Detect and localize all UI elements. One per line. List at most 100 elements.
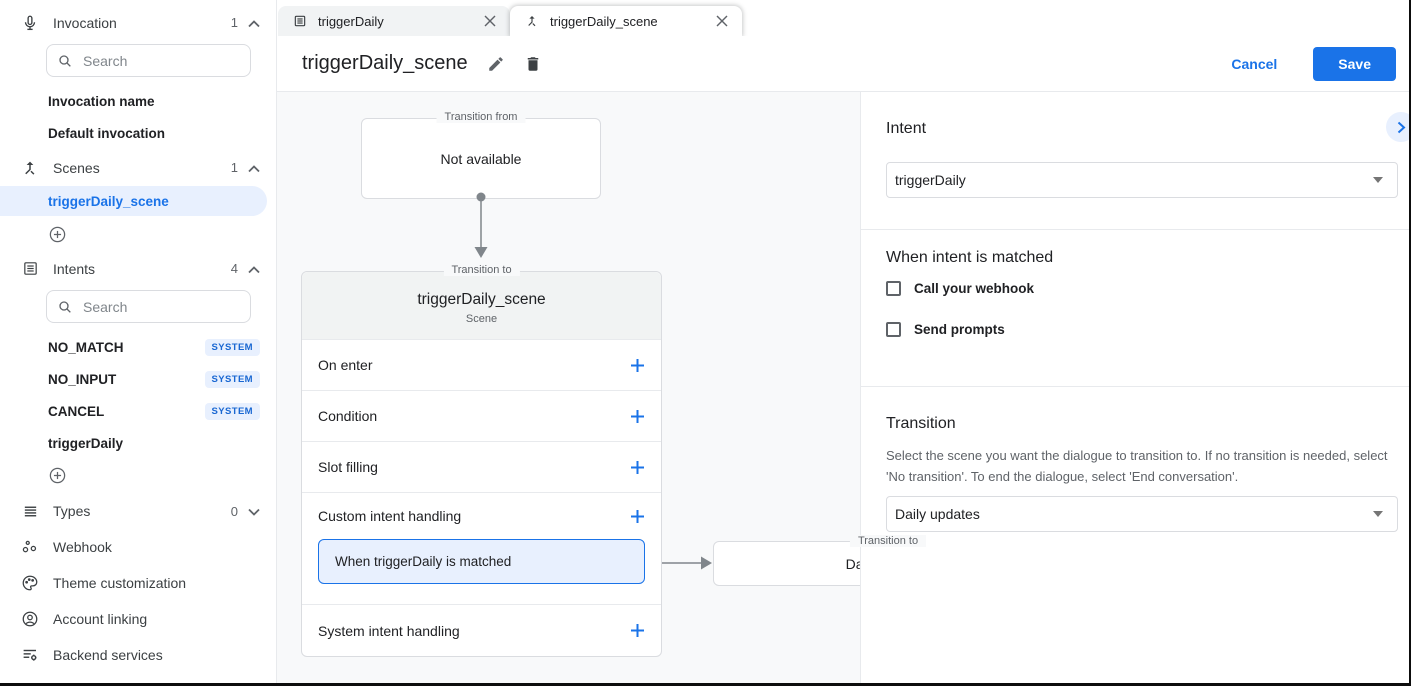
send-prompts-option[interactable]: Send prompts: [886, 322, 1398, 337]
sidebar-item-triggerdaily-scene[interactable]: triggerDaily_scene: [0, 186, 267, 216]
scene-node-title: triggerDaily_scene: [417, 291, 546, 308]
node-legend: Transition to: [849, 535, 927, 547]
call-webhook-option[interactable]: Call your webhook: [886, 281, 1398, 296]
intent-properties-panel: Intent triggerDaily When intent is match…: [860, 92, 1411, 686]
node-legend: Transition from: [436, 111, 526, 123]
tab-triggerdaily[interactable]: triggerDaily: [278, 6, 510, 36]
sidebar-item-triggerdaily-intent[interactable]: triggerDaily: [48, 435, 124, 451]
transition-section: Transition Select the scene you want the…: [861, 386, 1411, 533]
add-icon[interactable]: [630, 509, 645, 524]
account-circle-icon: [20, 609, 40, 629]
collapse-panel-button[interactable]: [1386, 112, 1411, 142]
types-lines-icon: [20, 501, 40, 521]
intents-count: 4: [230, 261, 238, 276]
sidebar-item-webhook[interactable]: Webhook: [0, 529, 276, 565]
add-icon[interactable]: [630, 358, 645, 373]
scene-node-header: triggerDaily_scene Scene: [302, 272, 661, 340]
sidebar-item-invocation-name[interactable]: Invocation name: [48, 93, 155, 109]
search-icon: [59, 300, 71, 313]
sidebar-item-no-match[interactable]: NO_MATCH SYSTEM: [0, 331, 276, 363]
scene-row-custom-intent-handling: Custom intent handling When triggerDaily…: [302, 493, 661, 605]
tab-triggerdaily-scene[interactable]: triggerDaily_scene: [510, 6, 742, 36]
system-badge: SYSTEM: [204, 370, 260, 388]
save-button[interactable]: Save: [1313, 46, 1396, 81]
scene-node-subtitle: Scene: [465, 313, 498, 325]
chevron-down-icon[interactable]: [248, 503, 260, 519]
invocation-count: 1: [230, 15, 238, 30]
chevron-right-icon: [1397, 121, 1405, 133]
webhook-bubbles-icon: [20, 537, 40, 557]
sidebar-item-account-linking[interactable]: Account linking: [0, 601, 276, 637]
page-title: triggerDaily_scene: [302, 52, 468, 74]
add-circle-icon: [49, 467, 66, 483]
scene-row-on-enter[interactable]: On enter: [302, 340, 661, 391]
sidebar-section-label: Types: [53, 503, 91, 519]
transition-description: Select the scene you want the dialogue t…: [886, 448, 1388, 485]
sidebar-item-default-invocation[interactable]: Default invocation: [48, 125, 166, 141]
intent-dropdown[interactable]: triggerDaily: [886, 162, 1398, 198]
scene-graph-canvas[interactable]: Transition from Not available Transition…: [277, 92, 1063, 686]
transition-from-node[interactable]: Transition from Not available: [361, 111, 601, 199]
system-badge: SYSTEM: [204, 402, 260, 420]
scene-row-condition[interactable]: Condition: [302, 391, 661, 442]
scene-merge-icon: [525, 14, 539, 28]
close-tab-icon[interactable]: [710, 9, 734, 33]
intents-search[interactable]: [46, 290, 251, 323]
sidebar-section-label: Intents: [53, 260, 96, 277]
scenes-count: 1: [230, 160, 238, 175]
sidebar-item-no-input[interactable]: NO_INPUT SYSTEM: [0, 363, 276, 395]
delete-scene-button[interactable]: [524, 55, 542, 73]
intent-heading: Intent: [886, 120, 927, 137]
scene-row-slot-filling[interactable]: Slot filling: [302, 442, 661, 493]
when-intent-matched-heading: When intent is matched: [886, 249, 1054, 266]
add-icon[interactable]: [630, 409, 645, 424]
microphone-icon: [20, 13, 40, 33]
intent-dropdown-value: triggerDaily: [895, 172, 966, 188]
invocation-search[interactable]: [46, 44, 251, 77]
add-scene-button[interactable]: [0, 218, 276, 250]
sidebar-item-cancel-intent[interactable]: CANCEL SYSTEM: [0, 395, 276, 427]
chevron-up-icon[interactable]: [248, 160, 260, 176]
sidebar-section-types[interactable]: Types 0: [0, 493, 276, 529]
scene-node-card[interactable]: Transition to triggerDaily_scene Scene O…: [301, 264, 662, 657]
types-count: 0: [230, 503, 238, 519]
custom-intent-handling-label[interactable]: Custom intent handling: [318, 493, 645, 539]
intent-list-icon: [293, 14, 307, 28]
main-area: triggerDaily triggerDaily_scene triggerD…: [277, 0, 1411, 686]
node-legend: Transition to: [443, 264, 520, 276]
sidebar-item-backend-services[interactable]: Backend services: [0, 637, 276, 673]
add-intent-button[interactable]: [0, 459, 276, 491]
chevron-up-icon[interactable]: [248, 15, 260, 31]
intents-search-input[interactable]: [81, 297, 240, 316]
sidebar-section-intents[interactable]: Intents 4: [0, 252, 276, 285]
cancel-button[interactable]: Cancel: [1231, 55, 1278, 72]
chevron-up-icon[interactable]: [248, 261, 260, 277]
add-circle-icon: [49, 226, 66, 242]
trash-icon: [527, 56, 538, 71]
transition-dropdown-value: Daily updates: [895, 506, 980, 523]
palette-icon: [20, 573, 40, 593]
close-tab-icon[interactable]: [478, 9, 502, 33]
add-icon[interactable]: [630, 623, 645, 638]
sidebar-section-invocation[interactable]: Invocation 1: [0, 6, 276, 39]
backend-services-icon: [20, 645, 40, 665]
add-icon[interactable]: [630, 460, 645, 475]
tab-bar: triggerDaily triggerDaily_scene: [277, 0, 1411, 36]
call-webhook-checkbox[interactable]: [886, 281, 901, 296]
dropdown-caret-icon: [1373, 511, 1383, 518]
sidebar-item-theme-customization[interactable]: Theme customization: [0, 565, 276, 601]
dropdown-caret-icon: [1373, 177, 1383, 183]
sidebar-section-label: Invocation: [53, 14, 117, 31]
transition-heading: Transition: [886, 415, 956, 432]
edit-title-button[interactable]: [487, 55, 505, 73]
invocation-search-input[interactable]: [81, 51, 240, 70]
send-prompts-checkbox[interactable]: [886, 322, 901, 337]
sidebar: Invocation 1 Invocation name Default inv…: [0, 0, 277, 686]
scene-row-system-intent-handling[interactable]: System intent handling: [302, 605, 661, 656]
intents-list-icon: [20, 259, 40, 279]
search-icon: [59, 54, 71, 67]
sidebar-section-scenes[interactable]: Scenes 1: [0, 151, 276, 184]
intent-handler-when-triggerdaily-matched[interactable]: When triggerDaily is matched: [318, 539, 645, 584]
transition-dropdown[interactable]: Daily updates: [886, 496, 1398, 533]
